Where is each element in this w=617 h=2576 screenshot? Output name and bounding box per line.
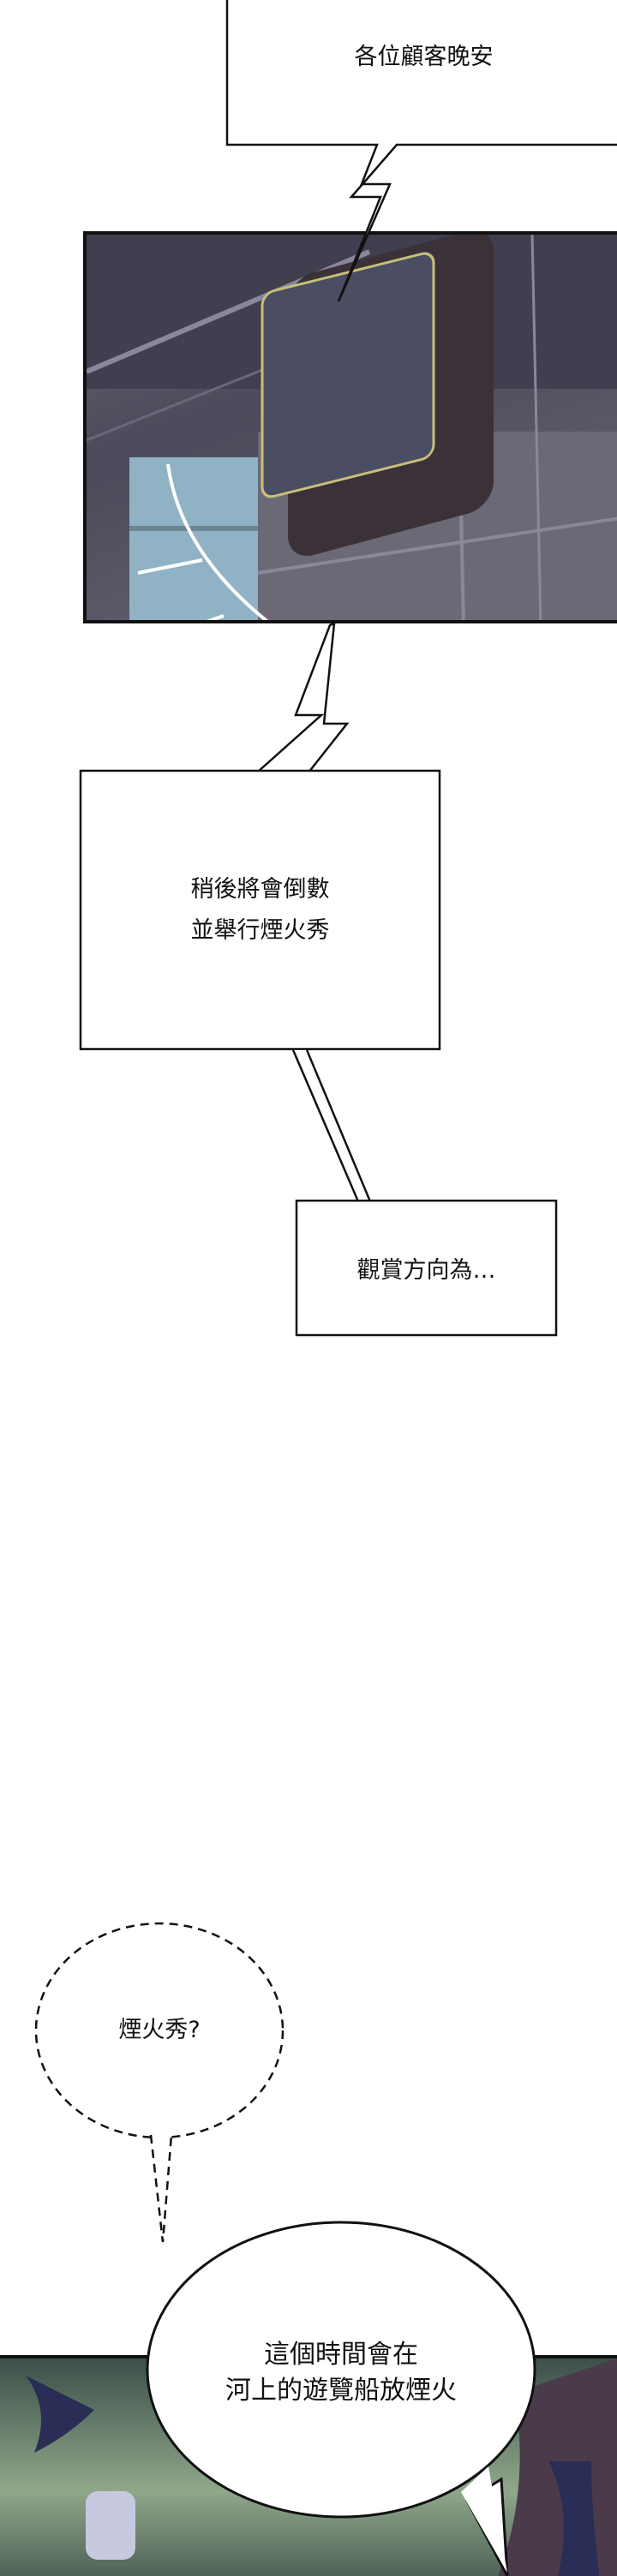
announcement-box-2: [79, 769, 441, 1051]
announcement-text-3: 觀賞方向為…: [356, 1257, 496, 1284]
announcement-text-2a: 稍後將會倒數: [190, 876, 330, 903]
speaker-illustration: [87, 235, 617, 620]
panel-speaker: [83, 231, 617, 623]
thought-text: 煙火秀?: [118, 2017, 201, 2043]
forest-illustration: [26, 2358, 617, 2576]
speech-text-2: 河上的遊覽船放煙火: [225, 2376, 457, 2406]
speech-bubble: [146, 2221, 536, 2519]
speech-text-1: 這個時間會在: [264, 2340, 418, 2370]
announcement-text-2b: 並舉行煙火秀: [190, 917, 330, 944]
announcement-text-1: 各位顧客晚安: [354, 44, 494, 70]
announcement-box-3: [295, 1199, 558, 1337]
announcement-box-1: [225, 0, 617, 302]
lamp: [86, 2491, 135, 2560]
speaker-grille: [261, 252, 435, 498]
